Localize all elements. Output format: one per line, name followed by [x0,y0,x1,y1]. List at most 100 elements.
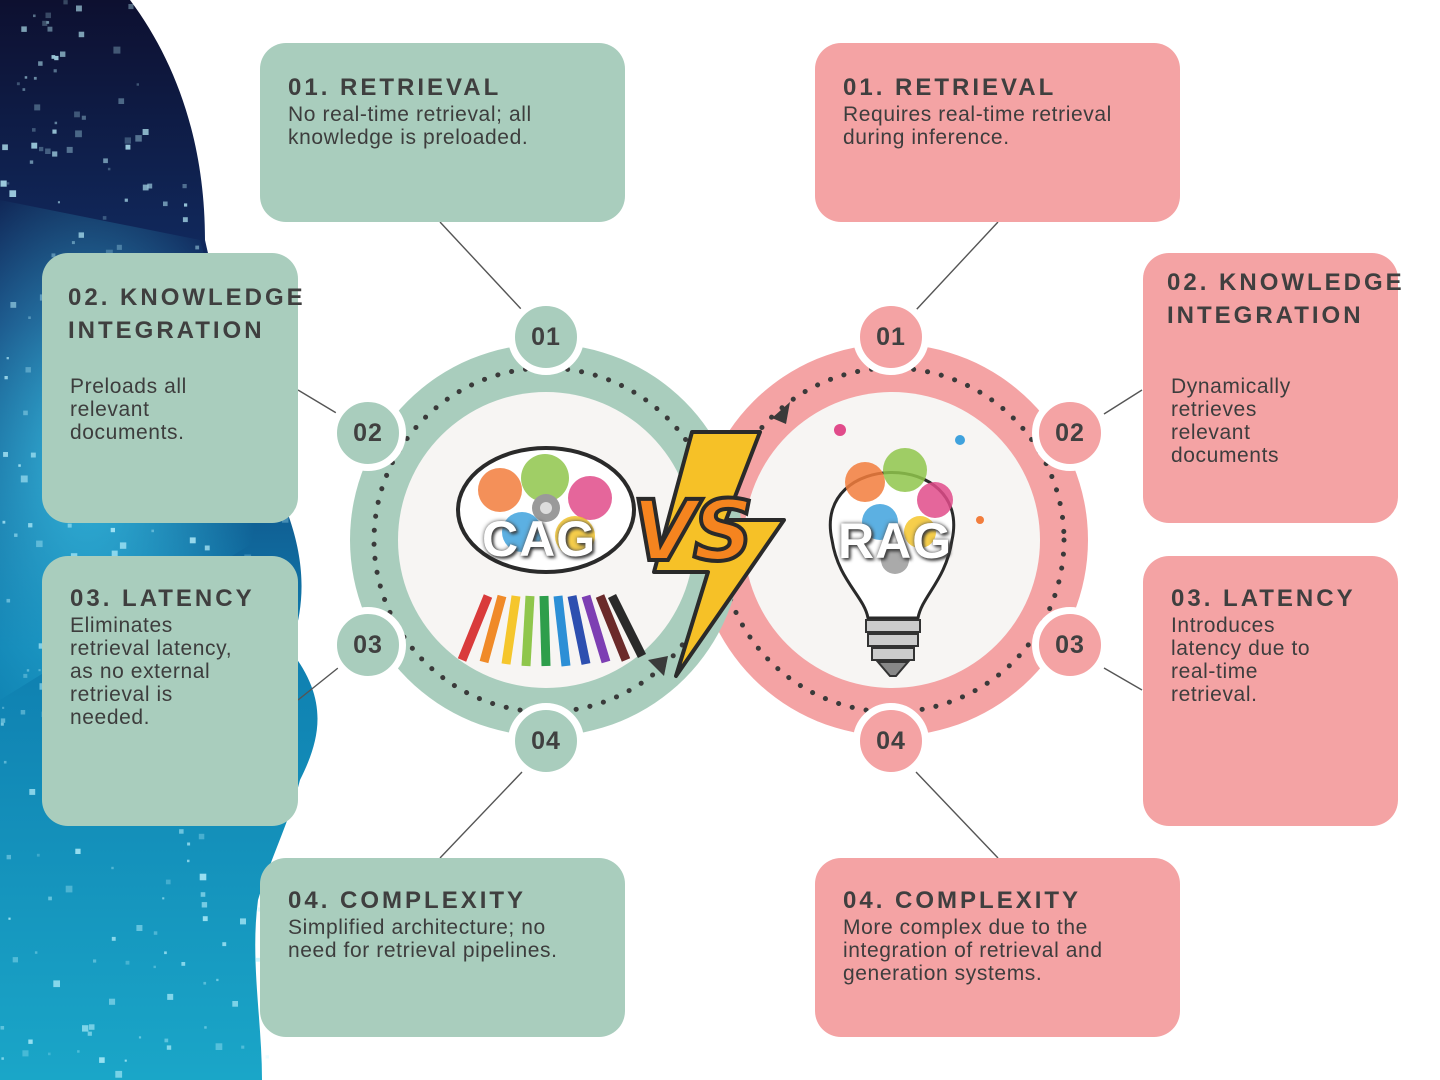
card-title: 03. LATENCY [70,585,255,612]
particle-dot [47,26,53,32]
particle-dot [0,722,4,726]
particle-dot [103,158,108,164]
cag-center-label: CAG [482,511,597,567]
particle-dot [54,55,59,61]
particle-dot [4,376,8,380]
particle-dot [53,69,57,73]
particle-dot [16,82,20,86]
cag-badge-02: 02 [330,395,406,471]
particle-dot [181,962,186,966]
card-title: 02. KNOWLEDGE INTEGRATION [68,284,306,344]
particle-dot [82,1025,89,1032]
particle-dot [10,302,17,308]
particle-dot [195,245,200,250]
particle-dot [18,464,21,467]
particle-dot [36,540,43,548]
particle-dot [48,896,52,901]
particle-dot [135,135,142,142]
particle-dot [29,789,36,795]
particle-dot [25,367,31,373]
particle-dot [142,184,149,191]
particle-dot [6,598,11,603]
particle-dot [78,31,85,38]
particle-dot [202,916,208,922]
particle-dot [39,146,44,152]
particle-dot [199,873,207,881]
particle-dot [216,978,219,982]
cag-card-complexity: 04. COMPLEXITY Simplified architecture; … [260,858,625,1037]
particle-dot [115,1070,123,1078]
particle-dot [222,942,227,947]
rag-badge-01: 01 [853,299,929,375]
particle-dot [166,1045,172,1050]
particle-dot [66,146,73,153]
particle-dot [9,190,17,197]
particle-dot [63,0,68,5]
particle-dot [138,1036,142,1039]
card-body: Introduces latency due to real-time retr… [1171,614,1311,706]
particle-dot [24,76,28,79]
card-body: Requires real-time retrieval during infe… [843,103,1112,149]
particle-dot [48,1052,51,1056]
particle-dot [22,1050,29,1057]
particle-dot [113,46,121,54]
particle-dot [33,14,36,18]
vs-label: VS [630,480,755,582]
card-title: 04. COMPLEXITY [843,887,1082,914]
particle-dot [187,842,191,846]
particle-dot [165,879,171,885]
particle-dot [46,21,50,24]
particle-dot [78,232,84,238]
particle-dot [107,167,111,171]
rag-badge-03: 03 [1032,607,1108,683]
particle-dot [1,1057,4,1060]
particle-dot [179,829,184,834]
particle-dot [215,1043,223,1050]
card-body: No real-time retrieval; all knowledge is… [288,103,532,149]
particle-dot [2,706,5,709]
particle-dot [30,452,36,458]
particle-dot [53,980,60,988]
particle-dot [198,833,205,840]
card-title: 03. LATENCY [1171,585,1356,612]
brain-pencils-illustration [456,446,647,667]
particle-dot [26,669,30,672]
particle-dot [232,1001,238,1007]
particle-dot [23,410,28,416]
particle-dot [153,965,156,969]
particle-dot [124,198,128,202]
particle-dot [38,643,45,649]
particle-dot [20,475,28,483]
particle-dot [142,129,149,135]
particle-dot [163,201,168,207]
particle-dot [111,866,114,870]
particle-dot [182,217,188,223]
particle-dot [124,137,131,144]
particle-dot [76,5,82,12]
particle-dot [2,520,6,524]
card-title: 01. RETRIEVAL [843,74,1057,101]
particle-dot [65,885,73,893]
particle-dot [6,854,11,860]
particle-dot [28,1039,33,1044]
particle-dot [203,981,207,985]
rag-card-retrieval: 01. RETRIEVAL Requires real-time retriev… [815,43,1180,222]
cag-card-latency: 03. LATENCY Eliminates retrieval latency… [42,556,298,826]
particle-dot [45,12,51,19]
particle-dot [29,160,34,164]
particle-dot [28,523,33,528]
particle-dot [164,1038,169,1043]
particle-dot [110,527,115,533]
particle-dot [0,180,7,187]
particle-dot [125,960,130,965]
particle-dot [189,537,196,544]
rag-card-knowledge-integration: 02. KNOWLEDGE INTEGRATION Dynamically re… [1143,253,1402,523]
particle-dot [124,1059,127,1062]
particle-dot [204,545,210,551]
particle-dot [75,130,82,138]
particle-dot [241,1045,245,1049]
particle-dot [265,1055,269,1059]
particle-dot [67,523,72,528]
particle-dot [28,316,31,319]
